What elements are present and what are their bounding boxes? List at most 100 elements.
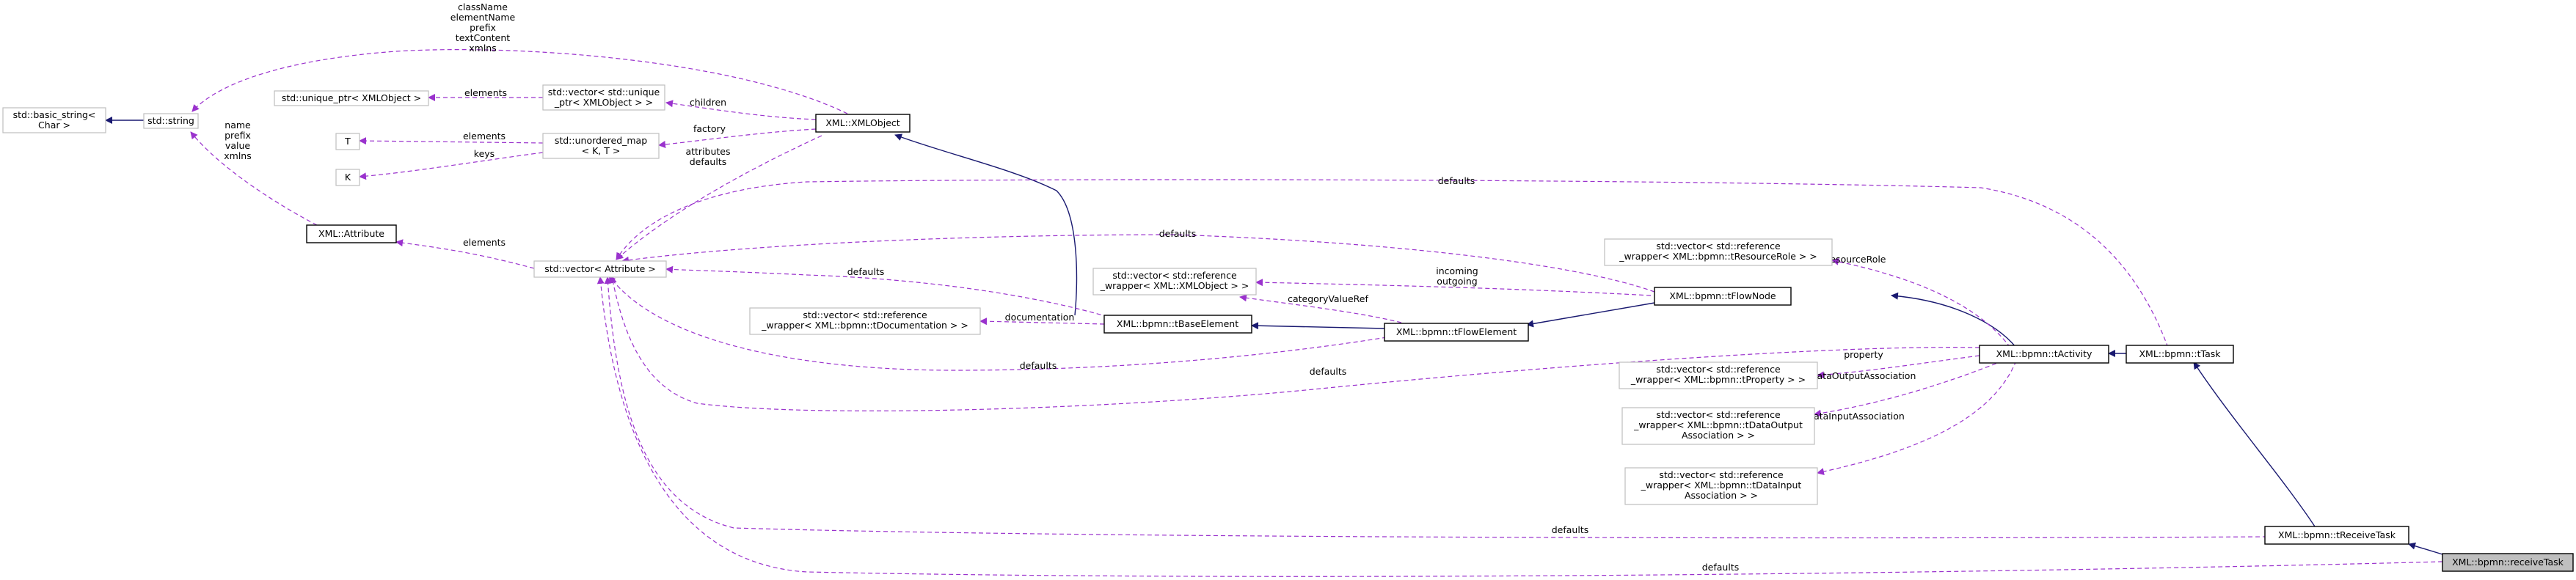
text-line: attributes (685, 146, 730, 157)
node-vector-data-output-association[interactable]: std::vector< std::reference_wrapper< XML… (1621, 407, 1815, 445)
edge-tflowelement-vecattr (608, 275, 1387, 371)
text-line: _wrapper< XML::XMLObject > > (1100, 280, 1249, 291)
node-std-basic-string[interactable]: std::basic_string<Char > (2, 107, 106, 133)
text-line: elements (464, 87, 507, 98)
svg-text:std::vector< std::reference_wr: std::vector< std::reference_wrapper< XML… (1641, 469, 1802, 501)
data-output-association-label: dataOutputAssociation (1811, 370, 1916, 381)
text-line: xmlns (224, 150, 251, 161)
edge-tflownode-inherits-tflowelement (1526, 302, 1655, 328)
defaults-activity-label: defaults (1310, 366, 1347, 377)
text-line: _ptr< XMLObject > > (554, 97, 653, 108)
node-std-unique-ptr[interactable]: std::unique_ptr< XMLObject > (274, 90, 429, 106)
node-treceivetask[interactable]: XML::bpmn::tReceiveTask (2264, 526, 2409, 545)
node-vector-property[interactable]: std::vector< std::reference_wrapper< XML… (1619, 361, 1818, 389)
text-line: _wrapper< XML::bpmn::tDataOutput (1633, 419, 1803, 430)
elements-attr-label: elements (463, 237, 506, 248)
edge-tactivity-inherits-tflownode (1891, 292, 2017, 348)
edge-xmlobject-string (191, 49, 848, 114)
svg-text:XML::bpmn::tActivity: XML::bpmn::tActivity (1996, 348, 2092, 359)
text-line: XML::bpmn::receiveTask (2452, 557, 2564, 568)
node-xml-attribute[interactable]: XML::Attribute (306, 224, 397, 243)
property-label: property (1844, 349, 1883, 360)
text-line: outgoing (1437, 276, 1477, 287)
text-line: < K, T > (582, 145, 621, 156)
edge-vecattr-attribute (395, 239, 535, 269)
text-line: property (1844, 349, 1883, 360)
node-vector-resource-role[interactable]: std::vector< std::reference_wrapper< XML… (1604, 238, 1833, 266)
node-tactivity[interactable]: XML::bpmn::tActivity (1979, 345, 2109, 364)
edge-map-K (359, 152, 544, 180)
edge-tflowelement-inherits-tbase (1251, 322, 1385, 330)
node-tbaseelement[interactable]: XML::bpmn::tBaseElement (1103, 315, 1252, 334)
text-line: children (690, 97, 726, 108)
text-line: defaults (1702, 562, 1740, 573)
node-vector-documentation[interactable]: std::vector< std::reference_wrapper< XML… (749, 307, 981, 335)
svg-text:K: K (345, 172, 351, 183)
text-line: incoming (1436, 265, 1478, 276)
node-xml-xmlobject[interactable]: XML::XMLObject (815, 114, 911, 133)
text-line: prefix (470, 22, 496, 33)
text-line: elements (463, 131, 506, 142)
edge-tactivity-vecdataout (1814, 360, 2004, 417)
edge-receivetask-inherits-treceivetask (2408, 542, 2443, 555)
svg-text:XML::bpmn::tBaseElement: XML::bpmn::tBaseElement (1117, 318, 1238, 329)
svg-text:XML::Attribute: XML::Attribute (318, 228, 384, 239)
documentation-label: documentation (1005, 312, 1075, 323)
text-line: XML::bpmn::tReceiveTask (2278, 529, 2396, 540)
node-template-K[interactable]: K (335, 169, 360, 186)
text-line: defaults (1310, 366, 1347, 377)
edge-receivetask-vecattr (596, 276, 2443, 577)
node-vector-data-input-association[interactable]: std::vector< std::reference_wrapper< XML… (1624, 467, 1818, 505)
text-line: defaults (1552, 524, 1589, 535)
node-vector-unique-ptr[interactable]: std::vector< std::unique_ptr< XMLObject … (542, 84, 665, 111)
text-line: std::vector< std::reference (1656, 364, 1781, 375)
text-line: K (345, 172, 351, 183)
svg-text:XML::bpmn::tReceiveTask: XML::bpmn::tReceiveTask (2278, 529, 2396, 540)
text-line: _wrapper< XML::bpmn::tDataInput (1641, 480, 1802, 491)
edge-tbase-vecdoc (979, 317, 1105, 326)
edge-tflownode-vecxmlobj (1255, 279, 1652, 296)
text-line: name (225, 120, 251, 131)
edge-tactivity-vecdatain (1817, 360, 2017, 475)
svg-text:std::basic_string<Char >: std::basic_string<Char > (13, 109, 96, 131)
text-line: std::vector< std::unique (548, 87, 660, 98)
svg-text:std::vector< std::reference_wr: std::vector< std::reference_wrapper< XML… (1633, 409, 1803, 441)
svg-text:XML::bpmn::receiveTask: XML::bpmn::receiveTask (2452, 557, 2564, 568)
defaults-receive-label: defaults (1702, 562, 1740, 573)
edge-map-T (359, 137, 544, 145)
text-line: std::vector< Attribute > (544, 263, 656, 274)
edge-xmlobject-vecunique (665, 100, 817, 120)
text-line: XML::XMLObject (825, 117, 900, 128)
text-line: keys (474, 148, 495, 159)
data-input-association-label: dataInputAssociation (1808, 411, 1905, 422)
defaults-task-label: defaults (1438, 175, 1475, 186)
node-receivetask[interactable]: XML::bpmn::receiveTask (2442, 553, 2574, 572)
text-line: categoryValueRef (1288, 293, 1368, 304)
svg-text:std::vector< std::reference_wr: std::vector< std::reference_wrapper< XML… (1619, 241, 1817, 262)
node-unordered-map[interactable]: std::unordered_map< K, T > (542, 133, 660, 159)
text-line: defaults (1159, 228, 1197, 239)
elements-T-label: elements (463, 131, 506, 142)
text-line: XML::Attribute (318, 228, 384, 239)
node-tflownode[interactable]: XML::bpmn::tFlowNode (1654, 287, 1792, 306)
edge-tactivity-vecprop (1817, 355, 1980, 379)
elements-unique-label: elements (464, 87, 507, 98)
svg-text:std::vector< std::unique_ptr<: std::vector< std::unique_ptr< XMLObject … (548, 87, 660, 108)
edge-tbase-inherits-xmlobject (894, 133, 1078, 316)
node-tflowelement[interactable]: XML::bpmn::tFlowElement (1384, 323, 1529, 342)
edge-treceivetask-inherits-ttask (2193, 361, 2316, 527)
node-vector-attribute[interactable]: std::vector< Attribute > (533, 260, 667, 278)
node-vector-xmlobject-ref[interactable]: std::vector< std::reference_wrapper< XML… (1092, 268, 1257, 295)
node-ttask[interactable]: XML::bpmn::tTask (2126, 345, 2234, 364)
text-line: XML::bpmn::tFlowNode (1669, 290, 1776, 301)
text-line: std::vector< std::reference (1656, 241, 1781, 252)
category-value-ref-label: categoryValueRef (1288, 293, 1368, 304)
defaults-flowelement-label: defaults (1020, 360, 1057, 371)
node-template-T[interactable]: T (335, 133, 360, 150)
text-line: xmlns (469, 43, 496, 54)
node-std-string[interactable]: std::string (143, 113, 199, 129)
